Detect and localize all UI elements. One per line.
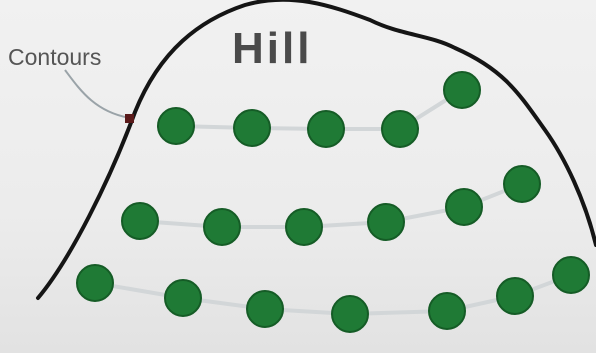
tree-dot bbox=[122, 203, 158, 239]
tree-dot bbox=[247, 291, 283, 327]
tree-dot bbox=[504, 166, 540, 202]
tree-dot bbox=[158, 108, 194, 144]
tree-dot bbox=[444, 72, 480, 108]
tree-dot bbox=[286, 209, 322, 245]
hill-outline bbox=[38, 0, 596, 298]
contour-marker bbox=[125, 114, 134, 123]
tree-dot bbox=[429, 293, 465, 329]
tree-dot bbox=[165, 280, 201, 316]
tree-dot bbox=[204, 209, 240, 245]
tree-dot bbox=[332, 296, 368, 332]
tree-dot bbox=[234, 110, 270, 146]
tree-dot bbox=[553, 257, 589, 293]
tree-dot bbox=[77, 265, 113, 301]
contours-label: Contours bbox=[8, 44, 101, 71]
tree-dot bbox=[308, 111, 344, 147]
tree-dot bbox=[368, 204, 404, 240]
tree-dot bbox=[497, 278, 533, 314]
middle-contour-row bbox=[122, 166, 540, 245]
tree-dot bbox=[382, 111, 418, 147]
contour-leader-line bbox=[65, 70, 130, 118]
hill-title: Hill bbox=[232, 24, 312, 74]
tree-dot bbox=[446, 189, 482, 225]
